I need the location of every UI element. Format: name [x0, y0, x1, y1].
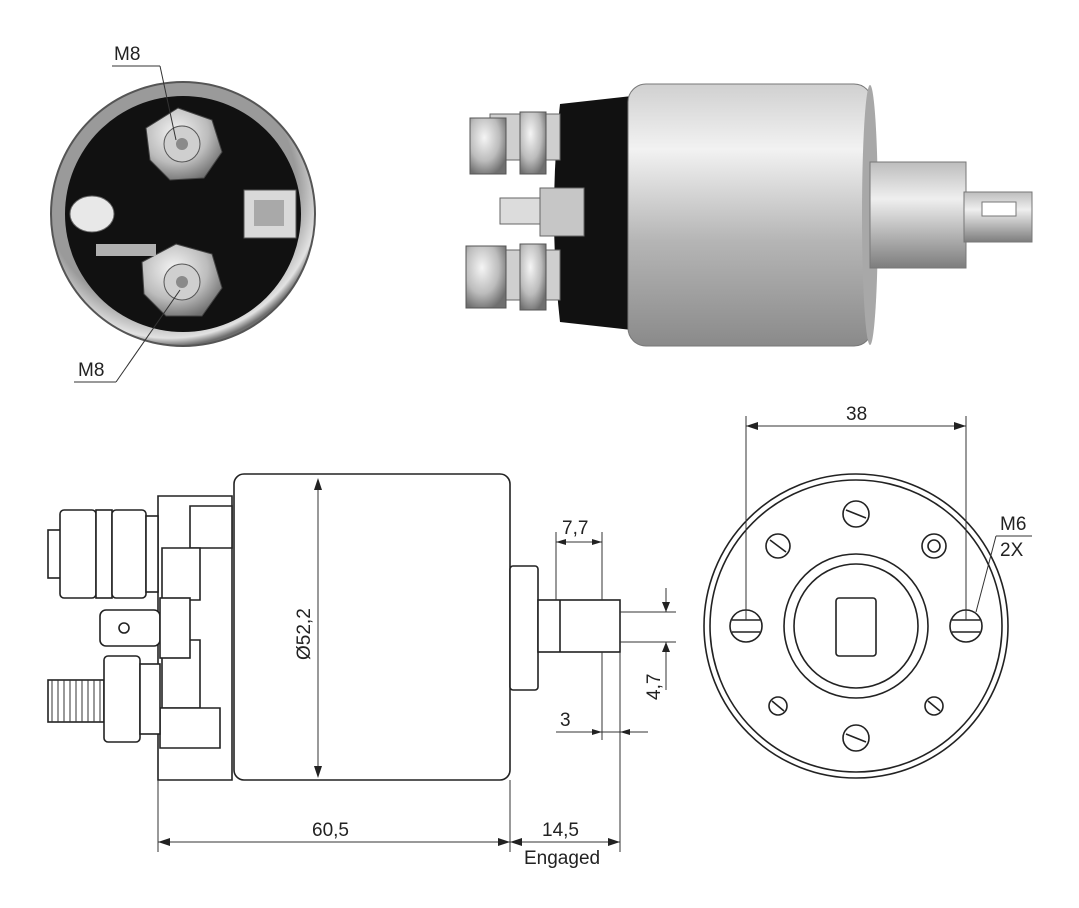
dim-mount-width: 38 — [846, 404, 867, 425]
screw-bottom — [842, 724, 870, 752]
dim-mount-thread: M6 — [1000, 514, 1026, 535]
dim-body-length: 60,5 — [312, 820, 349, 841]
dim-tab-width: 7,7 — [562, 518, 588, 539]
screw-upper-right — [921, 533, 947, 559]
mount-hole-left — [729, 609, 763, 643]
screw-lower-left — [768, 696, 788, 716]
thread-label-top: M8 — [114, 44, 140, 65]
drawing-side-view — [47, 473, 621, 781]
photo-end-view — [50, 81, 316, 347]
dim-diameter: Ø52,2 — [294, 608, 315, 660]
threaded-stud — [47, 679, 105, 723]
drawing-end-view — [703, 473, 1009, 779]
dim-plunger-state: Engaged — [524, 848, 600, 869]
thread-label-bottom: M8 — [78, 360, 104, 381]
dim-mount-count: 2X — [1000, 540, 1024, 561]
thread-leaders — [74, 65, 181, 383]
dim-plunger-travel: 14,5 — [542, 820, 579, 841]
screw-upper-left — [765, 533, 791, 559]
dim-tab-offset: 3 — [560, 710, 571, 731]
screw-lower-right — [924, 696, 944, 716]
screw-top — [842, 500, 870, 528]
photo-side-view — [465, 83, 1033, 347]
dimension-lines — [157, 416, 1032, 852]
dim-tab-height: 4,7 — [644, 674, 665, 700]
